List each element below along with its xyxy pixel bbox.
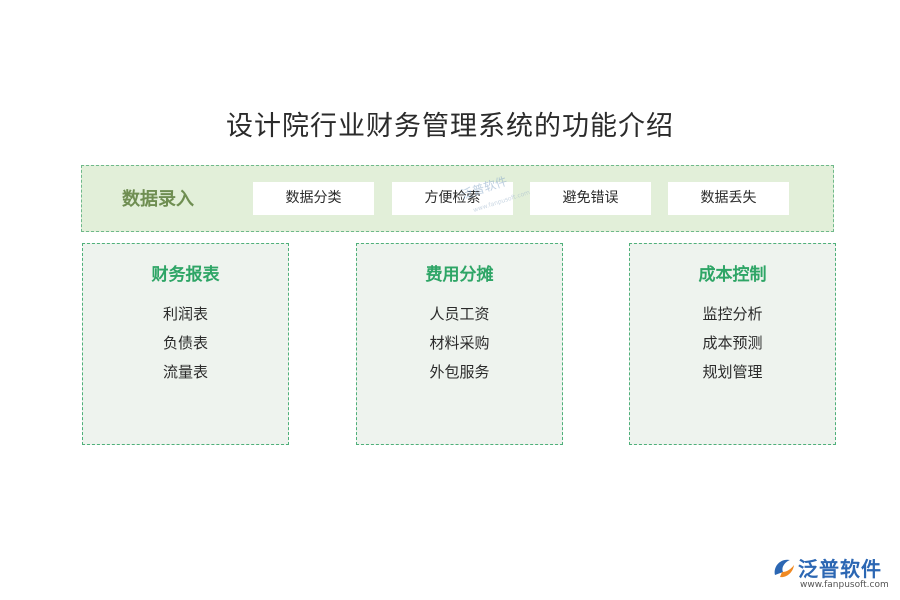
page-title: 设计院行业财务管理系统的功能介绍 xyxy=(226,111,674,142)
module-financial-statements: 财务报表 利润表 负债表 流量表 xyxy=(82,243,289,445)
tag-data-loss: 数据丢失 xyxy=(668,182,789,215)
module-item-list: 人员工资 材料采购 外包服务 xyxy=(357,300,562,387)
list-item: 成本预测 xyxy=(702,334,763,352)
module-title: 财务报表 xyxy=(151,265,220,285)
brand-url: www.fanpusoft.com xyxy=(800,580,889,590)
module-item-list: 利润表 负债表 流量表 xyxy=(83,300,288,387)
tag-data-classification: 数据分类 xyxy=(253,182,374,215)
list-item: 负债表 xyxy=(162,334,208,352)
module-cost-allocation: 费用分摊 人员工资 材料采购 外包服务 xyxy=(356,243,563,445)
brand-name: 泛普软件 xyxy=(798,557,882,581)
list-item: 监控分析 xyxy=(702,305,763,323)
module-title: 费用分摊 xyxy=(425,265,494,285)
list-item: 人员工资 xyxy=(429,305,490,323)
module-title: 成本控制 xyxy=(698,265,767,285)
list-item: 流量表 xyxy=(162,363,208,381)
module-cost-control: 成本控制 监控分析 成本预测 规划管理 xyxy=(629,243,836,445)
tag-easy-search: 方便检索 xyxy=(392,182,513,215)
data-input-band: 数据录入 数据分类 方便检索 避免错误 数据丢失 xyxy=(81,165,834,232)
list-item: 利润表 xyxy=(162,305,208,323)
list-item: 规划管理 xyxy=(702,363,763,381)
list-item: 材料采购 xyxy=(429,334,490,352)
brand-mark-icon xyxy=(774,559,794,578)
list-item: 外包服务 xyxy=(429,363,490,381)
tag-avoid-errors: 避免错误 xyxy=(530,182,651,215)
brand-logo: 泛普软件 www.fanpusoft.com xyxy=(771,553,895,593)
module-item-list: 监控分析 成本预测 规划管理 xyxy=(630,300,835,387)
data-input-label: 数据录入 xyxy=(122,189,194,210)
